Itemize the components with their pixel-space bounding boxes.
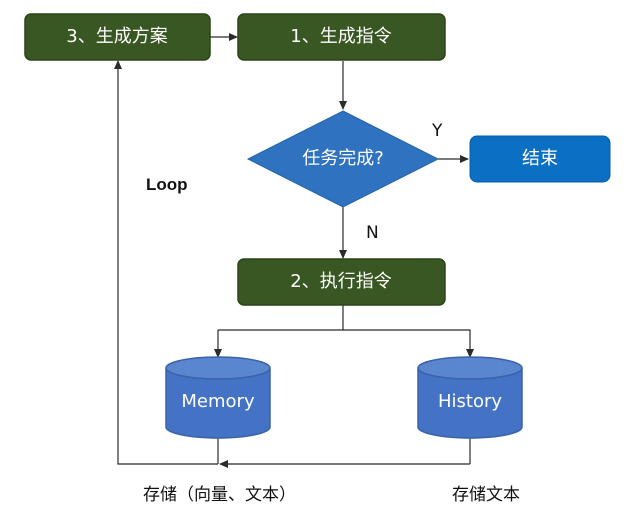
process-step3: 3、生成方案	[24, 13, 211, 61]
terminal-end: 结束	[469, 135, 611, 183]
loop-line	[114, 60, 218, 465]
terminal-end-label: 结束	[522, 148, 558, 169]
decision-label: 任务完成?	[302, 148, 384, 169]
storage-memory: Memory	[165, 356, 271, 439]
label-loop: Loop	[146, 175, 188, 194]
label-yes: Y	[431, 121, 443, 141]
storage-memory-label: Memory	[181, 391, 255, 412]
decision-task-done: 任务完成?	[246, 110, 440, 208]
process-step2: 2、执行指令	[237, 258, 446, 306]
storage-history: History	[417, 356, 523, 439]
process-step3-label: 3、生成方案	[66, 26, 167, 47]
label-no: N	[366, 223, 379, 243]
branch-line-history	[343, 329, 474, 358]
process-step1-label: 1、生成指令	[290, 26, 391, 47]
caption-history: 存储文本	[452, 485, 520, 505]
storage-history-label: History	[438, 391, 502, 412]
process-step1: 1、生成指令	[237, 13, 446, 61]
process-step2-label: 2、执行指令	[290, 271, 391, 292]
caption-memory: 存储（向量、文本）	[143, 485, 296, 505]
branch-line	[218, 305, 344, 331]
